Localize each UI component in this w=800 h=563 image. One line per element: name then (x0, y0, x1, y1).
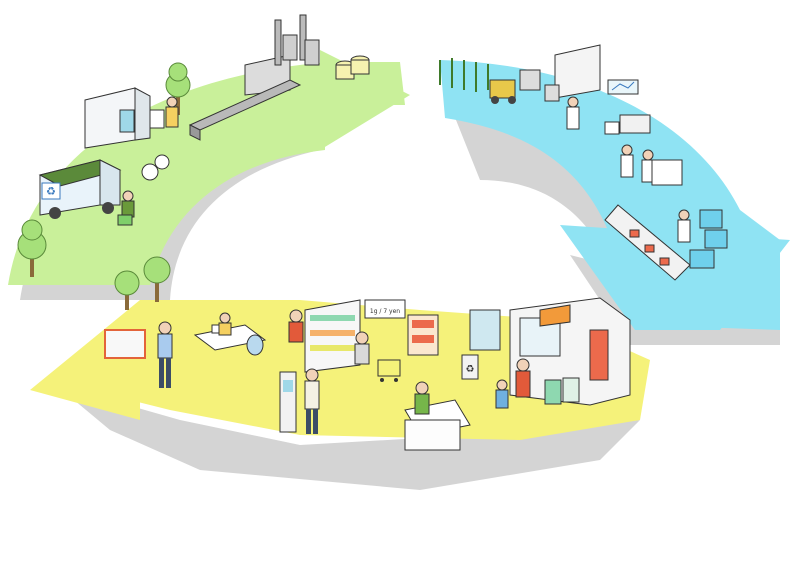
cardboard-boxes (651, 159, 728, 269)
recycle-icon: ♻ (466, 364, 475, 375)
tree-icon (114, 270, 140, 310)
tree-icon (17, 219, 47, 277)
shopper-figure (354, 331, 370, 365)
arrow-head-retail (30, 300, 140, 420)
recycle-icon: ♻ (41, 182, 61, 200)
worker-figure (117, 190, 135, 226)
lab-worker (641, 149, 655, 183)
packing-worker (677, 209, 691, 243)
water-dispenser (279, 371, 297, 433)
counter-staff (414, 381, 430, 415)
sorting-bins (141, 109, 170, 181)
packaging-line (604, 204, 691, 281)
recycling-truck: ♻ (38, 159, 122, 219)
convenience-store (469, 297, 631, 406)
tree-icon (143, 256, 171, 302)
parent-figure (515, 358, 531, 398)
svg-text:1g / 7 yen: 1g / 7 yen (370, 308, 400, 315)
crop-field (439, 58, 489, 92)
presenter-figure (157, 321, 173, 388)
svg-text:♻: ♻ (46, 185, 56, 198)
shopping-cart (377, 359, 401, 382)
recycle-bins: ♻ (461, 354, 580, 405)
collection-booth (84, 87, 151, 149)
tree-icon (165, 62, 191, 115)
worker-figure (165, 96, 179, 128)
store-shelf (304, 299, 361, 373)
food-factory (519, 44, 639, 102)
cycle-segment-collection (8, 62, 405, 285)
recycling-plant (188, 14, 370, 141)
lab-computer-desk (604, 114, 651, 135)
child-figure (495, 379, 509, 409)
shopper-figure (288, 309, 304, 343)
product-display (407, 314, 439, 356)
forklift (489, 79, 516, 104)
lab-worker (566, 96, 580, 130)
office-worker (218, 312, 232, 336)
whiteboard (104, 329, 146, 359)
customer-figure (304, 368, 320, 434)
lab-worker (620, 144, 634, 178)
price-sign: 1g / 7 yen (364, 299, 406, 319)
